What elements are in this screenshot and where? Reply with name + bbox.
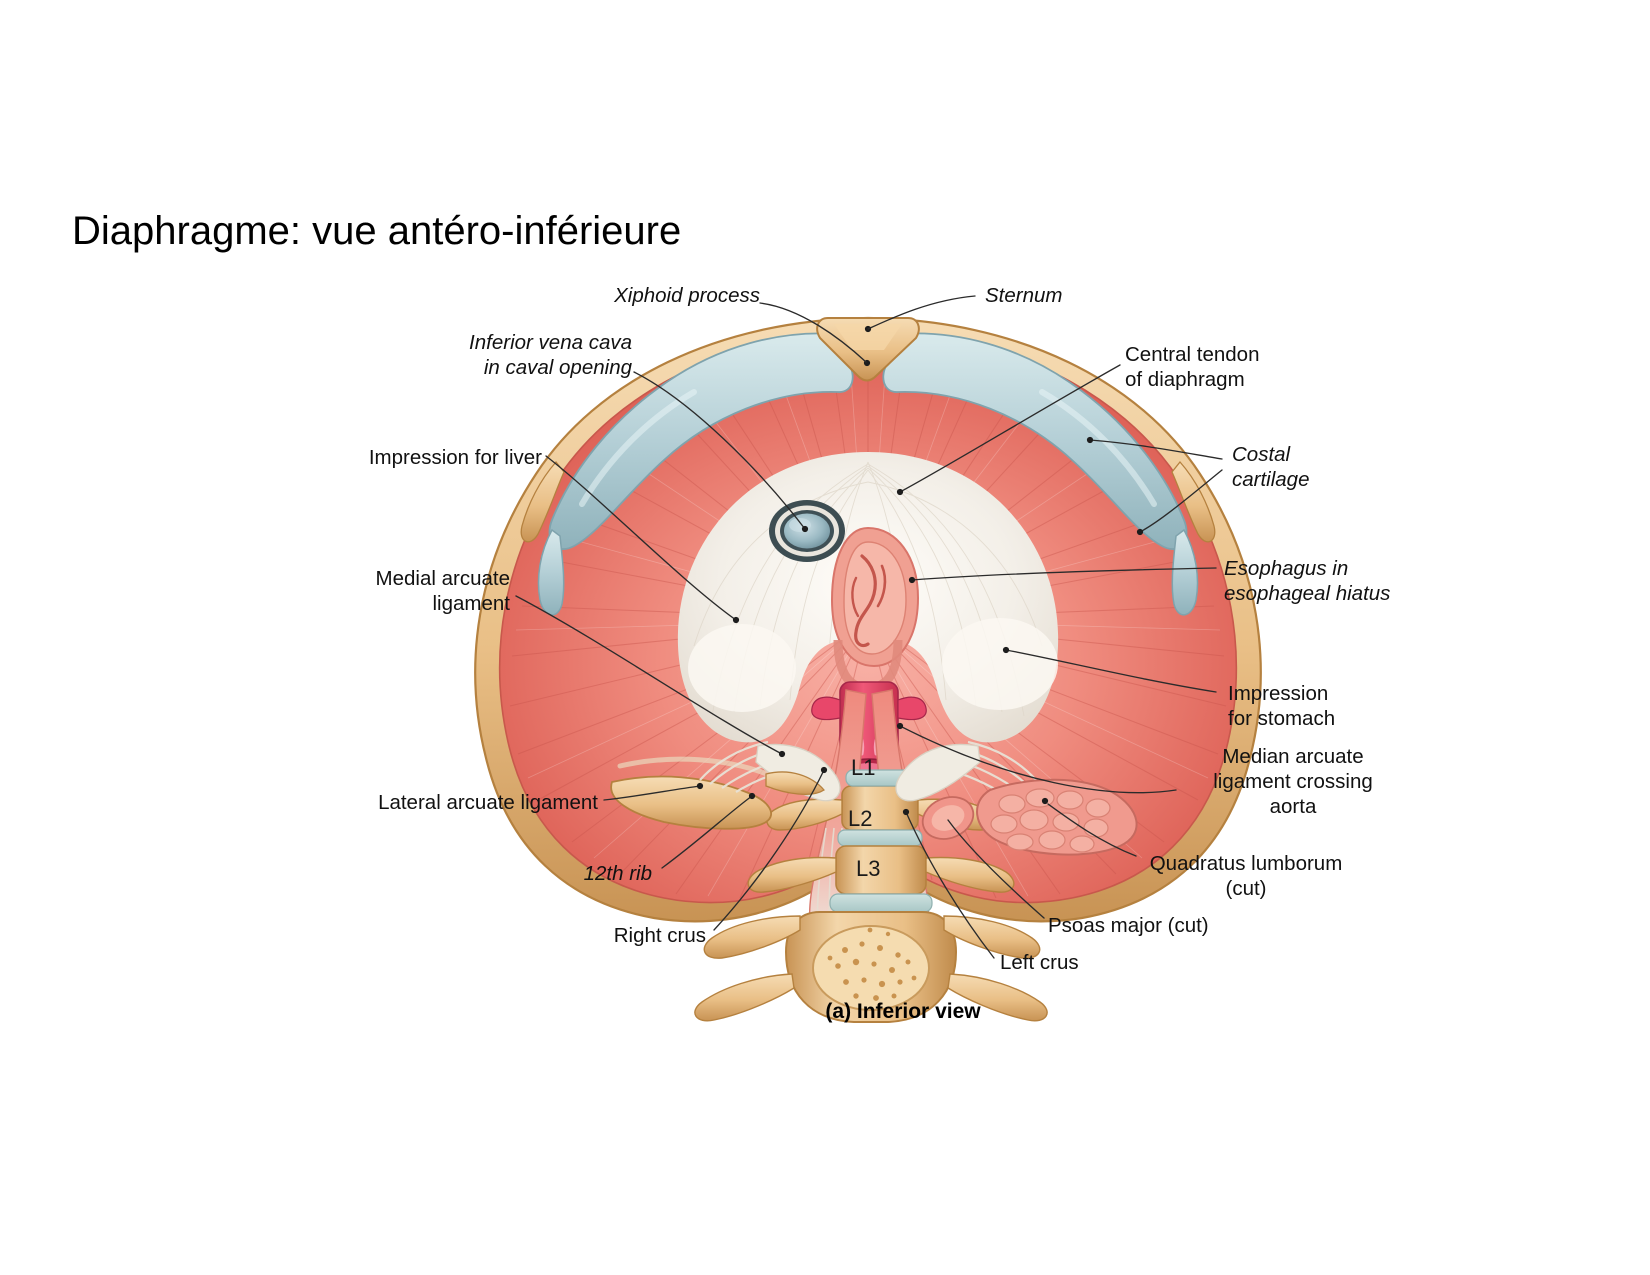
label-xiphoid-process: Xiphoid process [614,284,760,307]
label-vertebra-l3: L3 [856,856,881,881]
label-medial-arcuate-ligament: Medial arcuate ligament [375,567,510,615]
page-title: Diaphragme: vue antéro-inférieure [72,209,682,253]
label-esophagus-hiatus: Esophagus in esophageal hiatus [1224,557,1391,605]
label-central-tendon: Central tendon of diaphragm [1125,343,1260,391]
figure-caption-text: (a) Inferior view [825,1000,981,1023]
leader-dot-quadratus [1041,797,1049,805]
label-left-crus: Left crus [1000,951,1079,974]
label-impression-for-stomach: Impression for stomach [1228,682,1336,730]
label-sternum: Sternum [985,284,1063,307]
label-costal-cartilage: Costal cartilage [1232,443,1310,491]
lumbar-vertebral-column [694,769,1048,1023]
figure-caption: (a) Inferior view [0,1000,1650,1024]
label-twelfth-rib: 12th rib [583,862,652,885]
label-median-arcuate-ligament: Median arcuate ligament crossing aorta [1213,745,1373,818]
leader-lines [515,295,1223,959]
label-right-crus: Right crus [613,924,706,947]
trabecular-bone-speckle [827,927,917,1001]
label-inferior-vena-cava: Inferior vena cava in caval opening [469,331,632,379]
twelfth-rib-left [610,775,772,830]
arcuate-ligaments [610,740,1037,830]
label-vertebra-l2: L2 [848,806,873,831]
psoas-major-cut [921,796,975,840]
costal-cartilage-rim [520,332,1216,616]
label-lateral-arcuate-ligament: Lateral arcuate ligament [378,791,598,814]
label-quadratus-lumborum: Quadratus lumborum (cut) [1149,852,1343,900]
label-psoas-major: Psoas major (cut) [1048,914,1209,937]
esophageal-hiatus [830,526,920,668]
label-impression-for-liver: Impression for liver [368,446,542,469]
label-vertebra-l1: L1 [851,755,876,780]
